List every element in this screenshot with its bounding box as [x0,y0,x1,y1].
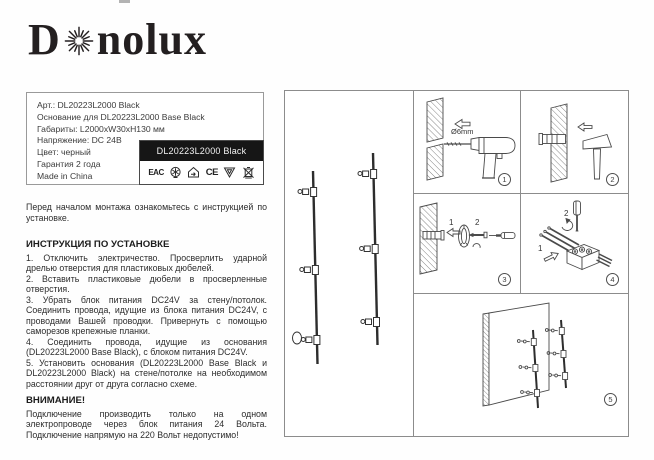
house-return-icon [188,166,200,178]
callout-1: 1 [449,218,454,227]
installation-figure: Ø6mm 1 [284,90,629,437]
eac-mark: EAC [148,168,164,177]
logo-text-prefix: D [28,15,61,64]
info-line-color: Цвет: черный [37,147,91,158]
recycle-triangle-icon [223,167,236,179]
wall-scheme-drawing [482,302,569,409]
instruction-step-3: 3. Убрать блок питания DC24V за стену/по… [26,294,267,337]
step-panel-drill: Ø6mm 1 [414,91,521,194]
step-panel-wall-scheme: 5 [414,294,628,436]
panel-number-5: 5 [604,393,617,406]
info-line-article: Арт.: DL20223L2000 Black [37,100,140,110]
attention-heading: ВНИМАНИЕ! [26,395,86,406]
starburst-icon [64,26,94,56]
instruction-step-1: 1. Отключить электричество. Просверлить … [26,252,267,274]
hammer-drawing [538,103,613,183]
product-info-lines: Арт.: DL20223L2000 Black Основание для D… [27,93,263,183]
instruction-step-4: 4. Соединить провода, идущие из основани… [26,336,267,358]
panel-number-4: 4 [606,273,619,286]
step-panel-mounting-plate: 1 2 3 [414,194,521,294]
step-panel-hammer: 2 [521,91,628,194]
product-label-box: DL20223L2000 Black EAC CE [139,140,264,185]
product-rods-drawing [292,152,380,365]
panel-number-2: 2 [606,173,619,186]
logo-text-suffix: nolux [96,15,207,64]
callout-1: 1 [538,244,543,253]
callout-2: 2 [475,218,480,227]
info-line-voltage: Напряжение: DC 24В [37,135,122,146]
intro-paragraph: Перед началом монтажа ознакомьтесь с инс… [26,202,267,223]
instruction-step-5: 5. Установить основания (DL20223L2000 Ba… [26,357,267,389]
step-panel-wiring: 2 1 4 [521,194,628,294]
installation-heading: ИНСТРУКЦИЯ ПО УСТАНОВКЕ [26,239,170,250]
product-info-box: Арт.: DL20223L2000 Black Основание для D… [26,92,264,185]
product-drawing-panel [285,91,414,436]
mounting-plate-drawing [419,202,516,275]
terminal-block-drawing [539,200,613,271]
product-label: DL20223L2000 Black [140,141,263,161]
callout-2: 2 [564,209,569,218]
instruction-text-column: Перед началом монтажа ознакомьтесь с инс… [26,202,267,440]
ce-mark: CE [205,167,219,178]
donolux-logo: D nolux [28,18,207,62]
info-line-base: Основание для DL20223L2000 Base Black [37,111,205,122]
scan-crop-mark [119,0,130,3]
panel-number-1: 1 [498,173,511,186]
instruction-step-2: 2. Вставить пластиковые дюбели в просвер… [26,273,267,295]
drill-diameter-label: Ø6mm [451,127,474,136]
drill-drawing [426,97,516,181]
rostest-circle-icon [170,166,181,178]
info-line-dimensions: Габариты: L2000xW30xH130 мм [37,123,165,134]
info-line-origin: Made in China [37,170,93,181]
certification-row: EAC CE [140,161,263,184]
info-line-warranty: Гарантия 2 года [37,158,101,169]
no-trash-bin-icon [242,167,254,179]
attention-paragraph: Подключение производить только на одном … [26,408,267,440]
panel-number-3: 3 [498,273,511,286]
